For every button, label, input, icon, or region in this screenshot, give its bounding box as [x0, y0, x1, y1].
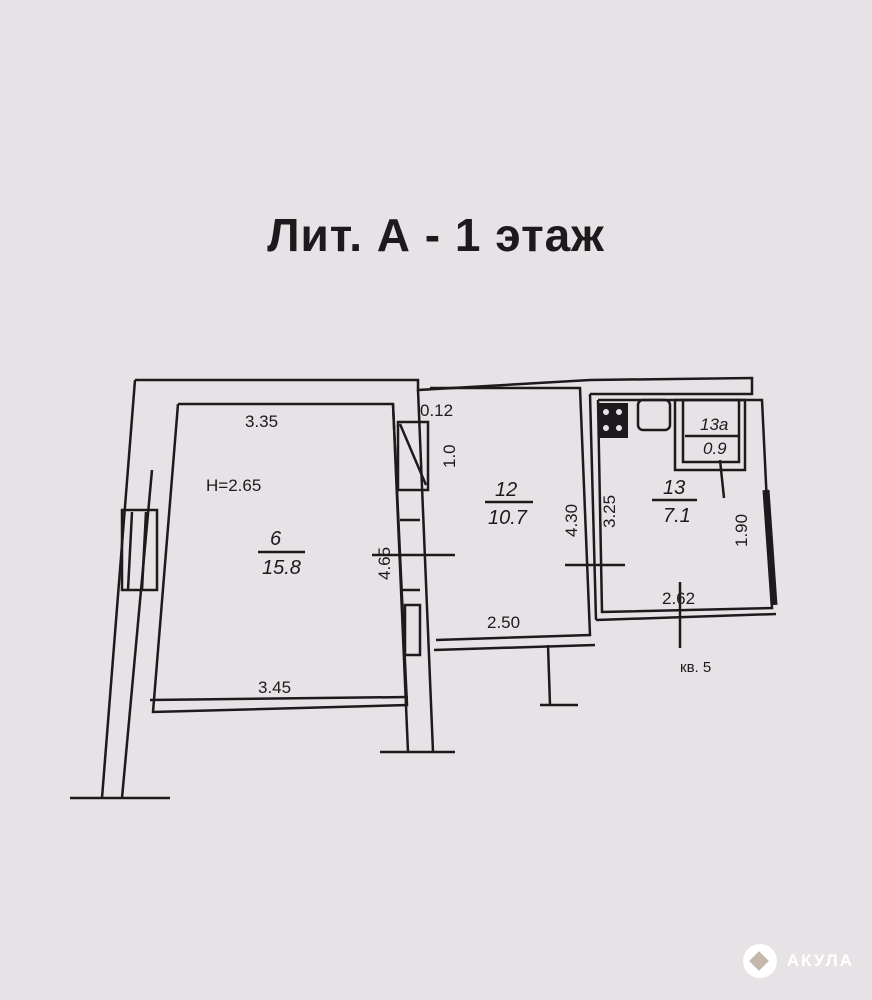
sink-icon [636, 398, 672, 432]
logo-text: АКУЛА [786, 951, 854, 970]
plan-title: Лит. А - 1 этаж [267, 209, 605, 261]
stove-icon [598, 403, 628, 438]
room13a-area: 0.9 [703, 439, 727, 458]
room13a-number: 13а [700, 415, 728, 434]
room6-height: H=2.65 [206, 476, 261, 495]
dim-room13-right: 1.90 [732, 514, 751, 547]
room12-area: 10.7 [488, 507, 528, 529]
dim-room12-bottom: 2.50 [487, 613, 520, 632]
apartment-label: кв. 5 [680, 659, 711, 676]
room6-number: 6 [270, 528, 282, 550]
dim-room6-top: 3.35 [245, 412, 278, 431]
walls [70, 376, 778, 800]
dim-room13-bottom: 2.62 [662, 589, 695, 608]
room12-number: 12 [495, 479, 517, 501]
logo: АКУЛА [742, 944, 854, 978]
dim-room13-side: 3.25 [600, 495, 619, 528]
room13-number: 13 [663, 477, 685, 499]
dim-room12-side: 4.30 [562, 504, 581, 537]
dim-room6-side: 4.65 [375, 547, 394, 580]
dim-wall: 0.12 [420, 401, 453, 420]
room6-area: 15.8 [262, 557, 301, 579]
shark-logo-icon [742, 944, 777, 978]
dim-closet: 1.0 [440, 444, 459, 468]
dim-room6-bottom: 3.45 [258, 678, 291, 697]
room13-area: 7.1 [663, 505, 691, 527]
